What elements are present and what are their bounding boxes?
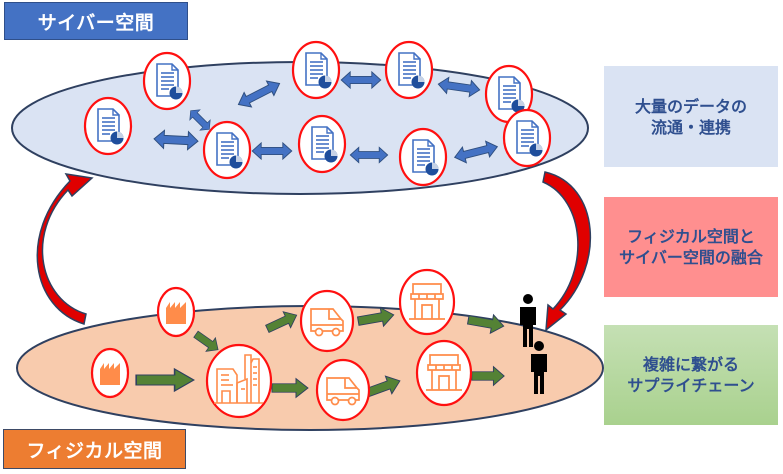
data-flow-line-1: 大量のデータの (634, 96, 747, 116)
factory-icon (156, 286, 196, 338)
store-icon (415, 339, 473, 407)
document-chart-icon (83, 96, 133, 156)
document-chart-icon (142, 51, 192, 111)
document-chart-icon (384, 40, 434, 100)
physical-space-label: フィジカル空間 (3, 429, 186, 469)
cyber-space-label: サイバー空間 (4, 2, 188, 40)
supply-chain-box: 複雑に繋がる サプライチェーン (604, 325, 778, 425)
supply-chain-line-2: サプライチェーン (627, 376, 755, 395)
fusion-line-1: フィジカル空間と (627, 227, 755, 246)
truck-icon (315, 358, 371, 422)
document-chart-icon (202, 120, 252, 180)
store-icon (398, 268, 456, 336)
document-chart-icon (398, 127, 448, 187)
industrial-plant-icon (205, 343, 273, 419)
fusion-line-2: サイバー空間の融合 (619, 248, 763, 267)
document-chart-icon (502, 108, 552, 168)
loop-arrow-down (542, 171, 592, 332)
data-flow-box: 大量のデータの 流通・連携 (604, 66, 778, 167)
supply-chain-line-1: 複雑に繋がる (642, 355, 739, 374)
fusion-box: フィジカル空間と サイバー空間の融合 (604, 197, 778, 297)
truck-icon (299, 289, 355, 353)
document-chart-icon (291, 40, 341, 100)
factory-icon (90, 347, 130, 399)
document-chart-icon (297, 114, 347, 174)
data-flow-line-2: 流通・連携 (650, 117, 731, 137)
loop-arrow-up (36, 173, 94, 325)
